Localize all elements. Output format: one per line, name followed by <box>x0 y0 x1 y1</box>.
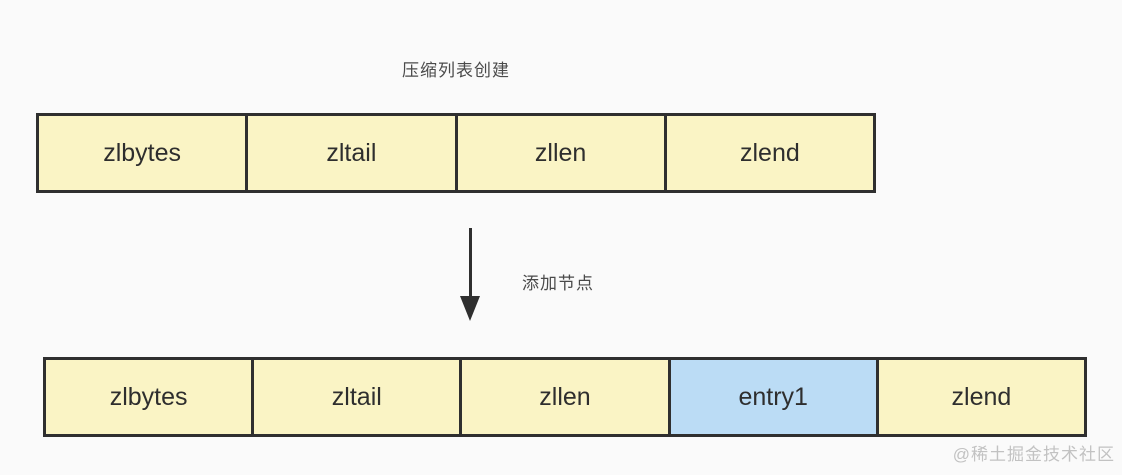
cell-label: zlend <box>951 382 1012 411</box>
ziplist-cell-zlend: zlend <box>875 357 1088 437</box>
ziplist-cell-zlbytes: zlbytes <box>36 113 249 193</box>
cell-label: zltail <box>331 382 382 411</box>
ziplist-cell-zllen: zllen <box>459 357 671 437</box>
ziplist-row-initial: zlbytes zltail zllen zlend <box>36 113 876 193</box>
cell-label: zllen <box>534 138 587 167</box>
ziplist-cell-zltail: zltail <box>251 357 463 437</box>
cell-label: zltail <box>326 138 377 167</box>
ziplist-cell-zlbytes: zlbytes <box>43 357 255 437</box>
ziplist-cell-zlend: zlend <box>663 113 876 193</box>
ziplist-row-after-add: zlbytes zltail zllen entry1 zlend <box>43 357 1088 437</box>
cell-label: zlbytes <box>103 138 182 167</box>
ziplist-cell-zltail: zltail <box>245 113 458 193</box>
ziplist-cell-zllen: zllen <box>454 113 667 193</box>
arrow-label: 添加节点 <box>522 274 594 293</box>
cell-label: zllen <box>539 382 591 411</box>
ziplist-cell-entry1: entry1 <box>667 357 879 437</box>
page-title: 压缩列表创建 <box>402 61 510 80</box>
cell-label: zlbytes <box>109 382 188 411</box>
cell-label: entry1 <box>738 382 808 411</box>
cell-label: zlend <box>739 138 800 167</box>
arrow-down-icon <box>459 228 481 321</box>
arrow-shaft <box>469 228 472 300</box>
watermark: @稀土掘金技术社区 <box>952 445 1115 464</box>
arrow-head <box>460 296 480 321</box>
